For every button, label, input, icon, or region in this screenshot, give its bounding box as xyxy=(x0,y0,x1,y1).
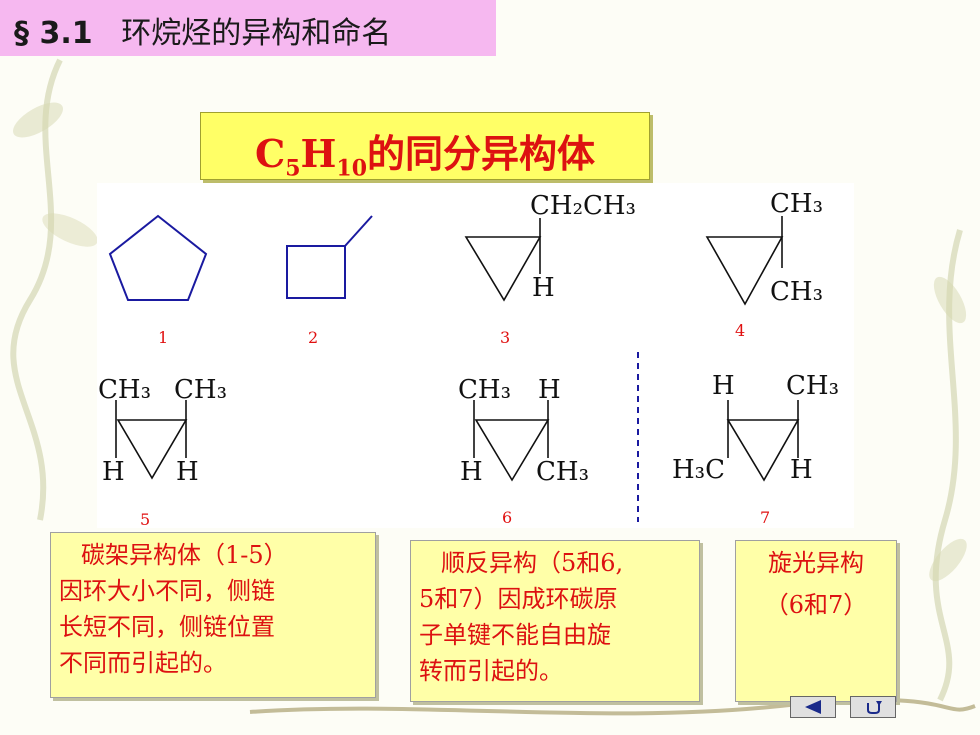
note3-line2: （6和7） xyxy=(764,591,868,619)
note2-line3: 子单键不能自由旋 xyxy=(419,621,611,649)
heading-text: C5H10的同分异构体 xyxy=(201,123,649,182)
s7-left-top-label: H xyxy=(712,371,735,401)
label-number-4: 4 xyxy=(735,321,745,340)
cyclopropane-ring-6 xyxy=(474,419,550,482)
vine-left xyxy=(10,58,63,521)
leaf-left-2 xyxy=(42,213,98,247)
cyclopropane-ring-5 xyxy=(116,419,188,480)
leaf-right-2 xyxy=(929,538,967,582)
cyclopropane-ring-7 xyxy=(726,419,800,482)
leaf-right xyxy=(933,276,967,324)
s3-top-label: CH₂CH₃ xyxy=(530,191,636,221)
label-number-7: 7 xyxy=(760,508,770,527)
label-number-6: 6 xyxy=(502,508,512,527)
return-arrow-icon xyxy=(867,701,882,714)
formula-heading: C5H10的同分异构体 xyxy=(200,112,650,182)
note1-line4: 不同而引起的。 xyxy=(59,649,227,677)
leaf-left xyxy=(13,102,63,138)
s7-left-bottom-label: H₃C xyxy=(672,455,725,485)
label-number-5: 5 xyxy=(140,510,150,529)
note3-line1: 旋光异构 xyxy=(768,549,864,577)
section-number: § 3.1 xyxy=(14,16,93,51)
s5-right-top-label: CH₃ xyxy=(174,375,227,405)
note1-line1: 碳架异构体（1-5） xyxy=(81,541,288,569)
note-cis-trans: 顺反异构（5和6, 5和7）因成环碳原 子单键不能自由旋 转而引起的。 xyxy=(410,540,700,702)
cyclopropane-ring-4 xyxy=(705,236,784,306)
section-title: 环烷烃的异构和命名 xyxy=(121,16,392,51)
heading-rest: 的同分异构体 xyxy=(367,131,596,176)
s6-right-bottom-label: CH₃ xyxy=(536,457,589,487)
back-button[interactable] xyxy=(790,696,836,718)
label-number-2: 2 xyxy=(308,328,318,347)
label-number-1: 1 xyxy=(158,328,168,347)
cyclopropane-ring-3 xyxy=(464,236,542,302)
return-button[interactable] xyxy=(850,696,896,718)
note2-line4: 转而引起的。 xyxy=(419,657,563,685)
s5-left-top-label: CH₃ xyxy=(98,375,151,405)
label-number-3: 3 xyxy=(500,328,510,347)
heading-h-sub: 10 xyxy=(336,155,368,182)
s6-left-bottom-label: H xyxy=(460,457,483,487)
page-title: § 3.1 环烷烃的异构和命名 xyxy=(14,8,391,52)
title-bar: § 3.1 环烷烃的异构和命名 xyxy=(0,0,496,56)
back-triangle-icon xyxy=(805,700,821,714)
methyl-bond-2 xyxy=(344,215,373,247)
s5-left-bottom-label: H xyxy=(102,457,125,487)
vine-bottom xyxy=(249,697,976,716)
note2-line2: 5和7）因成环碳原 xyxy=(419,585,618,613)
s7-right-top-label: CH₃ xyxy=(786,371,839,401)
s4-top-label: CH₃ xyxy=(770,189,823,219)
heading-h: H xyxy=(300,131,337,176)
s3-bottom-label: H xyxy=(532,273,555,303)
note1-line2: 因环大小不同，侧链 xyxy=(59,577,275,605)
heading-c-sub: 5 xyxy=(285,155,301,182)
s7-right-bottom-label: H xyxy=(790,455,813,485)
s6-left-top-label: CH₃ xyxy=(458,375,511,405)
structure-panel xyxy=(97,183,854,528)
s5-right-bottom-label: H xyxy=(176,457,199,487)
note-optical: 旋光异构 （6和7） xyxy=(735,540,897,702)
s6-right-top-label: H xyxy=(538,375,561,405)
cyclobutane-ring xyxy=(286,245,346,299)
note2-line1: 顺反异构（5和6, xyxy=(441,549,624,577)
s4-bottom-label: CH₃ xyxy=(770,277,823,307)
heading-c: C xyxy=(254,131,286,176)
note1-line3: 长短不同，侧链位置 xyxy=(59,613,275,641)
note-carbon-skeleton: 碳架异构体（1-5） 因环大小不同，侧链 长短不同，侧链位置 不同而引起的。 xyxy=(50,532,376,698)
cyclopentane-ring xyxy=(108,214,208,301)
